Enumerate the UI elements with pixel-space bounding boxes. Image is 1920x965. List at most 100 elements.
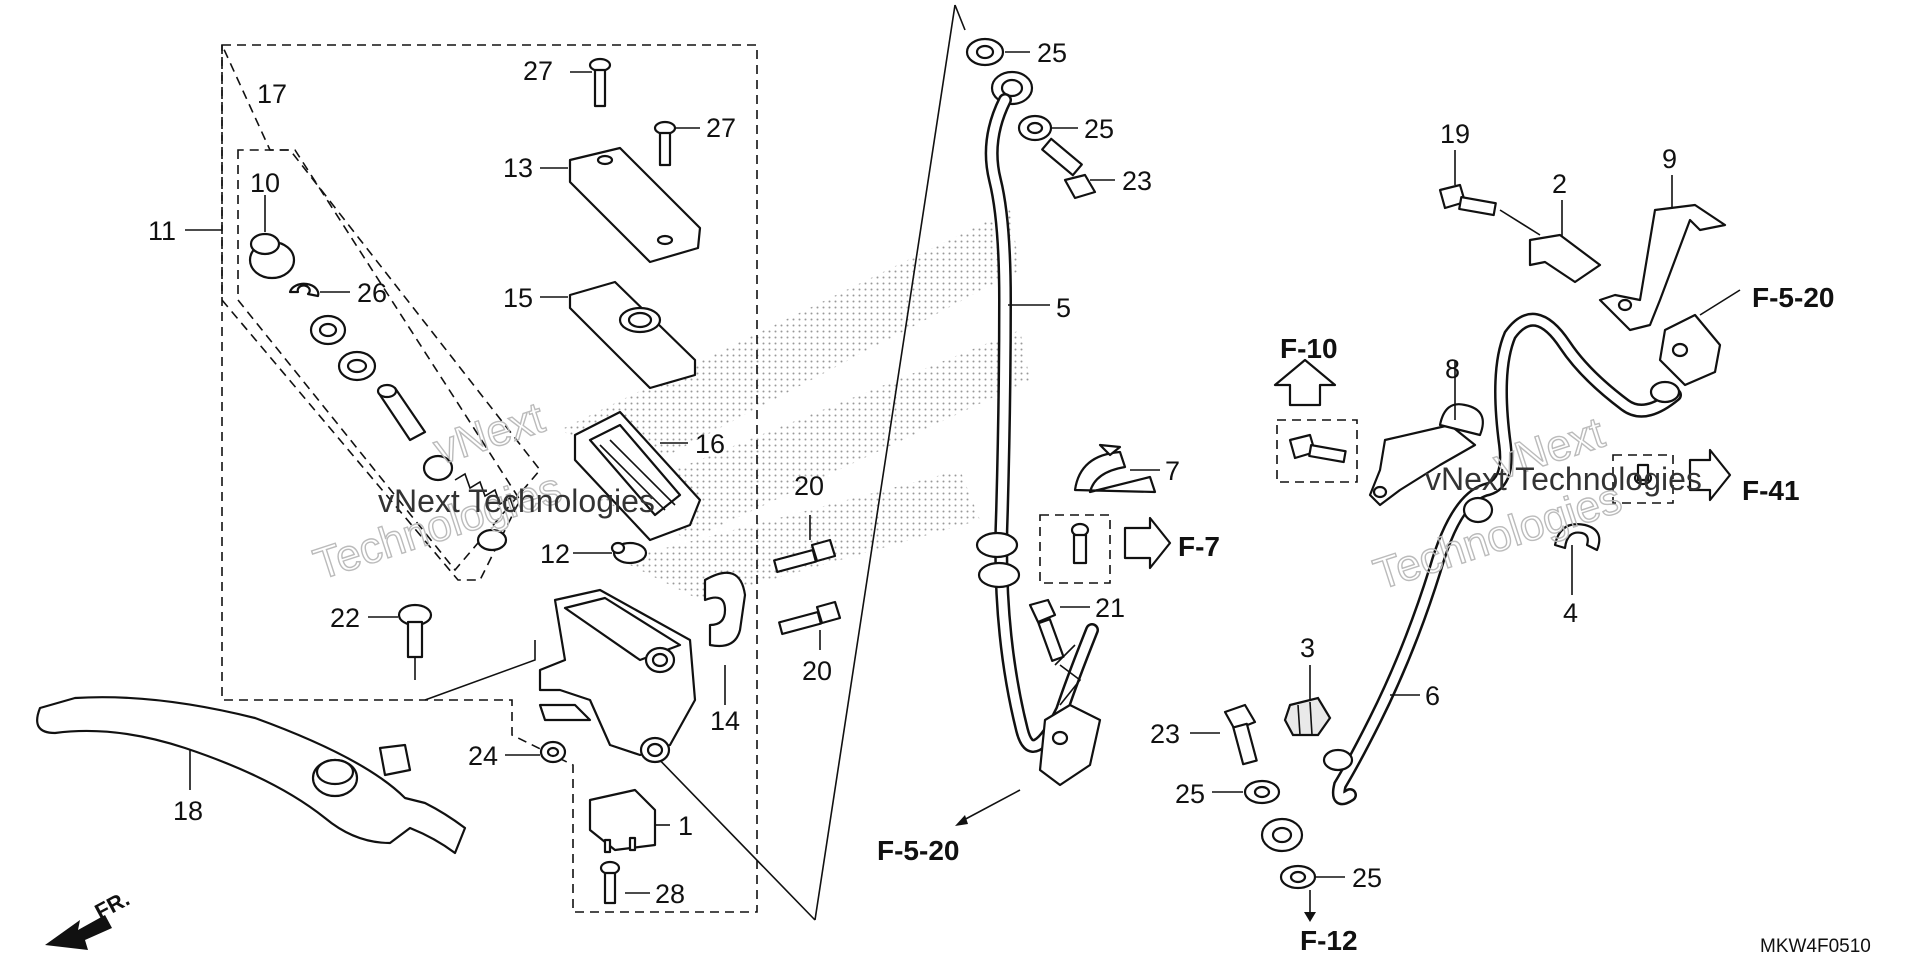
reference-f41[interactable]: F-41 <box>1742 475 1800 506</box>
stop-switch-1 <box>588 788 657 854</box>
watermark-inline: vNext Technologies <box>1425 461 1702 497</box>
watermark-inline: vNext Technologies <box>378 483 655 519</box>
washer-hole <box>318 322 338 338</box>
callout-23: 23 <box>1150 719 1180 749</box>
callout-13: 13 <box>503 153 533 183</box>
callout-22: 22 <box>330 603 360 633</box>
diaphragm-16 <box>573 410 702 542</box>
reference-f5-20-top[interactable]: F-5-20 <box>1752 282 1834 313</box>
clip-12 <box>610 541 648 565</box>
arrow-f7 <box>1123 516 1172 570</box>
reservoir-cap-13 <box>568 146 702 264</box>
hose-clamp-bracket <box>1038 703 1102 787</box>
callout-27: 27 <box>523 56 553 86</box>
callout-26: 26 <box>357 278 387 308</box>
washer-25-top <box>965 37 1005 67</box>
diagram-code: MKW4F0510 <box>1760 936 1871 957</box>
bolt-20-lower <box>778 600 842 636</box>
callout-16: 16 <box>695 429 725 459</box>
callout-14: 14 <box>710 706 740 736</box>
bolt-f41 <box>1633 463 1653 486</box>
group-box-bolt-f7 <box>1039 514 1111 584</box>
seal-cup-hole <box>346 358 368 374</box>
group-box-piston-kit <box>221 44 521 581</box>
shading-band <box>620 470 980 600</box>
front-direction-label: FR. <box>91 886 134 925</box>
diaphragm-plate-15 <box>568 280 697 390</box>
callout-5: 5 <box>1056 293 1071 323</box>
hose-collar <box>1649 380 1681 404</box>
banjo-fitting-lower <box>1260 817 1304 853</box>
reference-f10[interactable]: F-10 <box>1280 333 1338 364</box>
callout-28: 28 <box>655 879 685 909</box>
screw-27-second <box>653 120 677 167</box>
callout-23: 23 <box>1122 166 1152 196</box>
pivot-bolt-22 <box>397 603 433 680</box>
hose-clamp-7 <box>1073 443 1157 494</box>
banjo-fitting-top <box>990 70 1034 106</box>
hose-joint-fitting <box>1658 313 1722 387</box>
washer-25-lower <box>1243 779 1281 805</box>
collar-3 <box>1283 696 1332 737</box>
boot-10 <box>248 232 296 280</box>
callout-12: 12 <box>540 539 570 569</box>
callout-3: 3 <box>1300 633 1315 663</box>
callout-20: 20 <box>794 471 824 501</box>
piston-cup <box>422 454 454 482</box>
callout-15: 15 <box>503 283 533 313</box>
reference-f7[interactable]: F-7 <box>1178 531 1220 562</box>
master-cylinder-body <box>538 588 697 764</box>
arrow-f41 <box>1688 448 1732 502</box>
circlip-26 <box>288 282 320 298</box>
callout-4: 4 <box>1563 598 1578 628</box>
clip-4 <box>1553 523 1601 552</box>
spring <box>454 472 516 513</box>
callout-10: 10 <box>250 168 280 198</box>
bolt-19 <box>1438 183 1497 217</box>
callout-17: 17 <box>257 79 287 109</box>
callout-11: 11 <box>148 216 176 246</box>
callout-18: 18 <box>173 796 203 826</box>
bolt-20-upper <box>773 538 837 574</box>
callout-19: 19 <box>1440 119 1470 149</box>
nut-24 <box>539 740 567 764</box>
group-box-bolt-f10 <box>1276 419 1358 483</box>
banjo-bolt-23-lower <box>1223 703 1258 766</box>
callout-25: 25 <box>1175 779 1205 809</box>
arrow-f10 <box>1273 358 1337 407</box>
callout-1: 1 <box>678 811 693 841</box>
shading-band <box>560 210 1020 470</box>
group-box-piston-inner <box>237 149 542 572</box>
reference-f12[interactable]: F-12 <box>1300 925 1358 956</box>
banjo-bolt-23-top <box>1041 137 1097 200</box>
bolt-f7 <box>1070 522 1090 565</box>
callout-27: 27 <box>706 113 736 143</box>
callout-25: 25 <box>1084 114 1114 144</box>
callout-9: 9 <box>1662 144 1677 174</box>
hose-collar <box>1462 496 1494 524</box>
brake-lever-18 <box>36 696 467 855</box>
callout-25: 25 <box>1037 38 1067 68</box>
screw-28 <box>599 860 621 905</box>
reference-f5-20-bottom[interactable]: F-5-20 <box>877 835 959 866</box>
washer-25-mid <box>1017 114 1053 142</box>
callout-2: 2 <box>1552 169 1567 199</box>
clamp-8 <box>1368 403 1484 507</box>
callout-25: 25 <box>1352 863 1382 893</box>
group-box-bolt-f41 <box>1612 454 1674 504</box>
front-direction-arrow <box>45 915 112 950</box>
bolt-21 <box>1028 598 1065 662</box>
callout-21: 21 <box>1095 593 1125 623</box>
bracket-9 <box>1598 203 1727 332</box>
hose-collar <box>977 561 1021 589</box>
piston-end <box>476 528 508 552</box>
callout-7: 7 <box>1165 456 1180 486</box>
callout-24: 24 <box>468 741 498 771</box>
clip-2 <box>1528 233 1602 284</box>
callout-6: 6 <box>1425 681 1440 711</box>
hose-collar <box>975 531 1019 559</box>
screw-27-top <box>588 57 612 108</box>
shading-band <box>600 330 1030 540</box>
washer-25-bottom <box>1279 864 1317 890</box>
